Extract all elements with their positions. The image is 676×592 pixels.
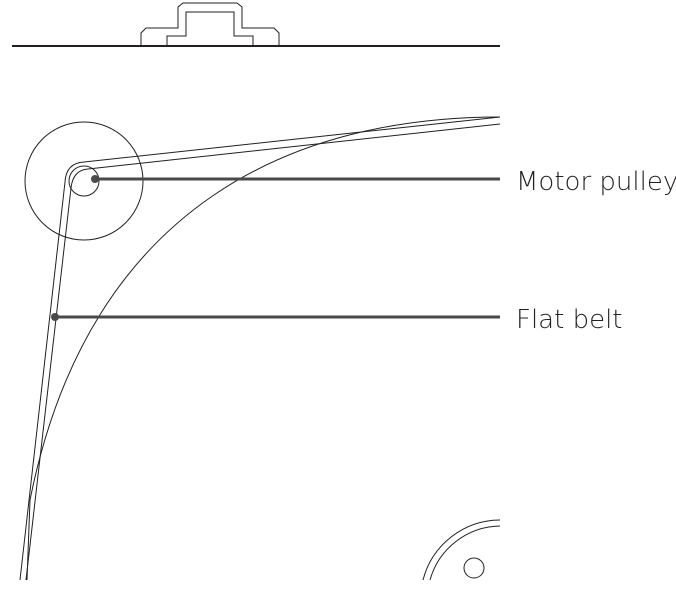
top-bracket-inner xyxy=(166,11,254,46)
motor-pulley-callout: Motor pulley xyxy=(91,167,676,197)
platter-edge-arc xyxy=(26,116,501,581)
top-bracket-outer xyxy=(140,2,280,46)
motor-pulley-housing xyxy=(24,121,144,241)
motor-pulley-hub xyxy=(68,165,100,197)
flat-belt-callout: Flat belt xyxy=(51,305,623,335)
flat-belt-outer-strand xyxy=(19,116,501,581)
top-cover-outline xyxy=(12,2,500,47)
spindle-assembly xyxy=(422,519,501,581)
flat-belt-leader-dot xyxy=(51,313,59,321)
spindle-inner-arc xyxy=(429,525,501,581)
flat-belt-label: Flat belt xyxy=(516,305,623,335)
motor-pulley-label: Motor pulley xyxy=(516,167,676,197)
motor-pulley-leader-dot xyxy=(91,175,99,183)
flat-belt-inner-strand xyxy=(25,123,501,581)
motor-pulley-assembly xyxy=(24,121,144,241)
flat-belt xyxy=(19,116,501,581)
spindle-center xyxy=(463,557,485,579)
spindle-outer-arc xyxy=(422,519,501,581)
